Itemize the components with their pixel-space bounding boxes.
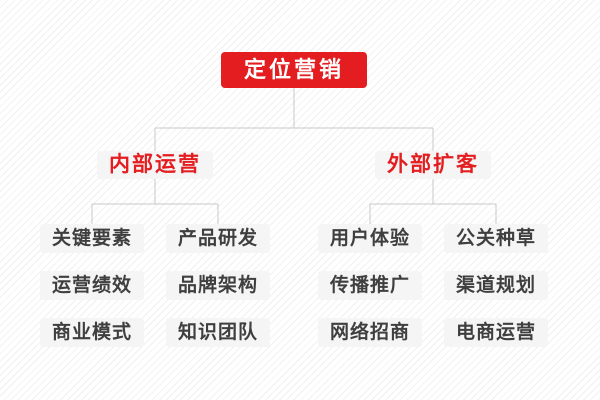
leaf-node: 电商运营 xyxy=(444,318,548,347)
leaf-node: 用户体验 xyxy=(318,224,422,253)
leaf-node: 商业模式 xyxy=(40,318,144,347)
leaf-node: 公关种草 xyxy=(444,224,548,253)
leaf-node: 运营绩效 xyxy=(40,271,144,300)
leaf-node: 网络招商 xyxy=(318,318,422,347)
root-node-positioning-marketing: 定位营销 xyxy=(221,52,367,88)
branch-node-external-expansion: 外部扩客 xyxy=(375,151,491,179)
leaf-group-internal: 关键要素 产品研发 运营绩效 品牌架构 商业模式 知识团队 xyxy=(40,224,270,347)
leaf-group-external: 用户体验 公关种草 传播推广 渠道规划 网络招商 电商运营 xyxy=(318,224,548,347)
leaf-node: 传播推广 xyxy=(318,271,422,300)
leaf-node: 品牌架构 xyxy=(166,271,270,300)
leaf-node: 渠道规划 xyxy=(444,271,548,300)
leaf-node: 关键要素 xyxy=(40,224,144,253)
leaf-node: 产品研发 xyxy=(166,224,270,253)
leaf-node: 知识团队 xyxy=(166,318,270,347)
branch-node-internal-operations: 内部运营 xyxy=(97,151,213,179)
